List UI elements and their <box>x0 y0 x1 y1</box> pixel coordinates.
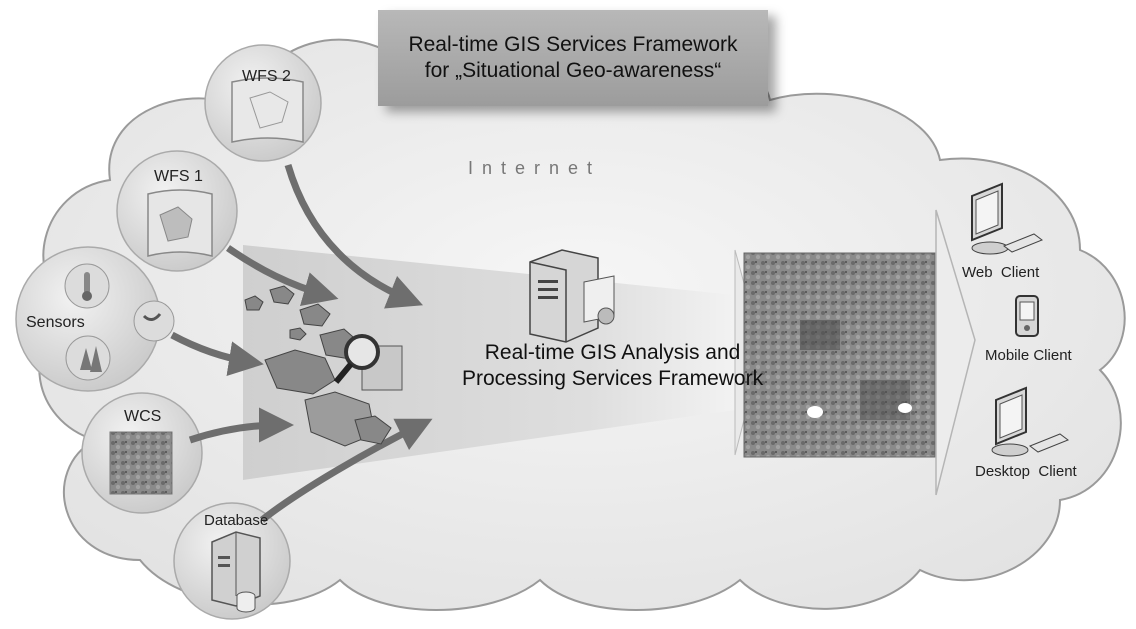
output-map <box>743 252 936 458</box>
desktop-client-icon <box>991 386 1070 457</box>
title-box: Real-time GIS Services Framework for „Si… <box>378 10 768 106</box>
processing-line-1: Real-time GIS Analysis and <box>484 341 741 364</box>
processing-label: Real-time GIS Analysis and Processing Se… <box>462 340 763 392</box>
arrow-sensors <box>170 331 264 376</box>
wfs2-label: WFS 2 <box>242 68 291 85</box>
processing-line-2: Processing Services Framework <box>462 367 764 390</box>
arrow-wfs2 <box>284 164 423 309</box>
output-chevron <box>935 209 976 496</box>
wfs2-node <box>204 44 322 162</box>
title-line-2: for „Situational Geo-awareness“ <box>424 59 722 82</box>
web-client-label: Web Client <box>962 264 1040 281</box>
arrow-database <box>259 418 433 523</box>
web-client-icon <box>971 182 1044 255</box>
arrows <box>170 164 433 523</box>
arrow-wfs1 <box>226 245 339 307</box>
mobile-client-icon <box>1015 295 1039 337</box>
wfs1-label: WFS 1 <box>154 168 203 185</box>
sensors-node <box>15 246 175 392</box>
database-label: Database <box>204 512 269 529</box>
desktop-client-label: Desktop Client <box>975 463 1077 480</box>
sensors-label: Sensors <box>26 314 85 331</box>
server-icon <box>529 249 615 343</box>
mobile-client-label: Mobile Client <box>985 347 1072 364</box>
database-node <box>173 502 291 620</box>
magnifier-icon <box>333 334 403 391</box>
internet-label: Internet <box>468 158 602 178</box>
arrow-wcs <box>188 407 294 444</box>
wcs-node <box>81 392 203 514</box>
wcs-label: WCS <box>124 408 162 425</box>
title-line-1: Real-time GIS Services Framework <box>408 33 738 56</box>
vector-features <box>244 285 392 447</box>
wfs1-node <box>116 150 238 272</box>
